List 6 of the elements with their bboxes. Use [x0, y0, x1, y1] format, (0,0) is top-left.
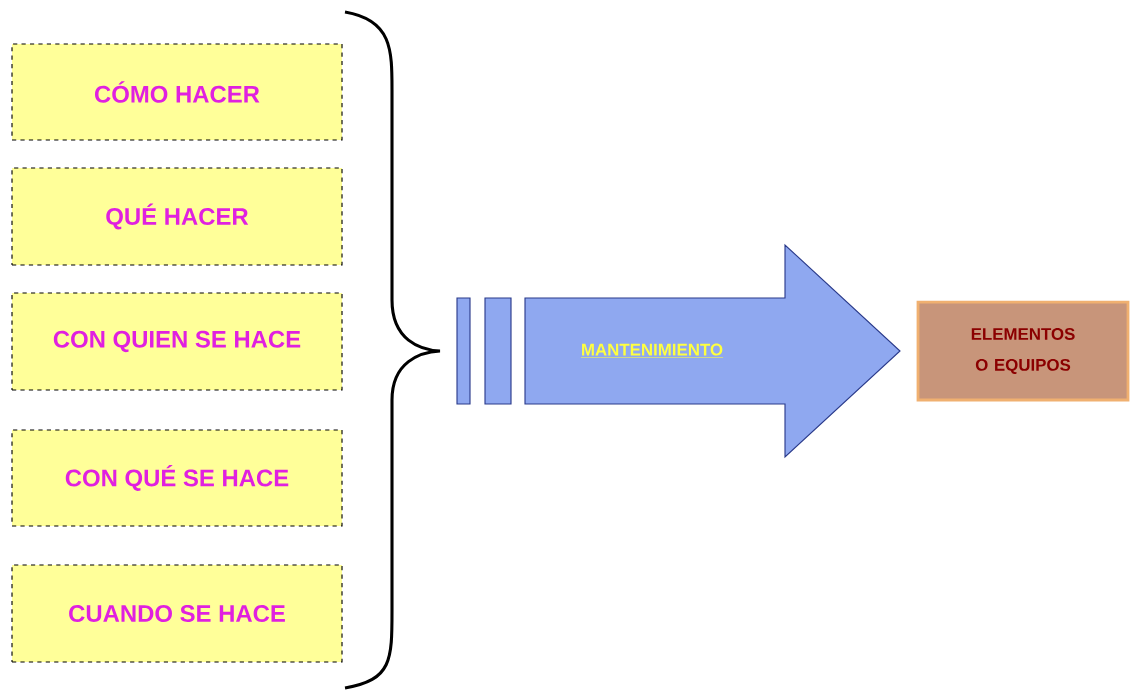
text-box: CON QUÉ SE HACE — [11, 429, 343, 527]
text-box: CÓMO HACER — [11, 43, 343, 141]
text-box: QUÉ HACER — [11, 167, 343, 266]
text-box: ELEMENTOS O EQUIPOS — [916, 300, 1130, 402]
text-box: CUANDO SE HACE — [11, 564, 343, 663]
text-box: CON QUIEN SE HACE — [11, 292, 343, 391]
